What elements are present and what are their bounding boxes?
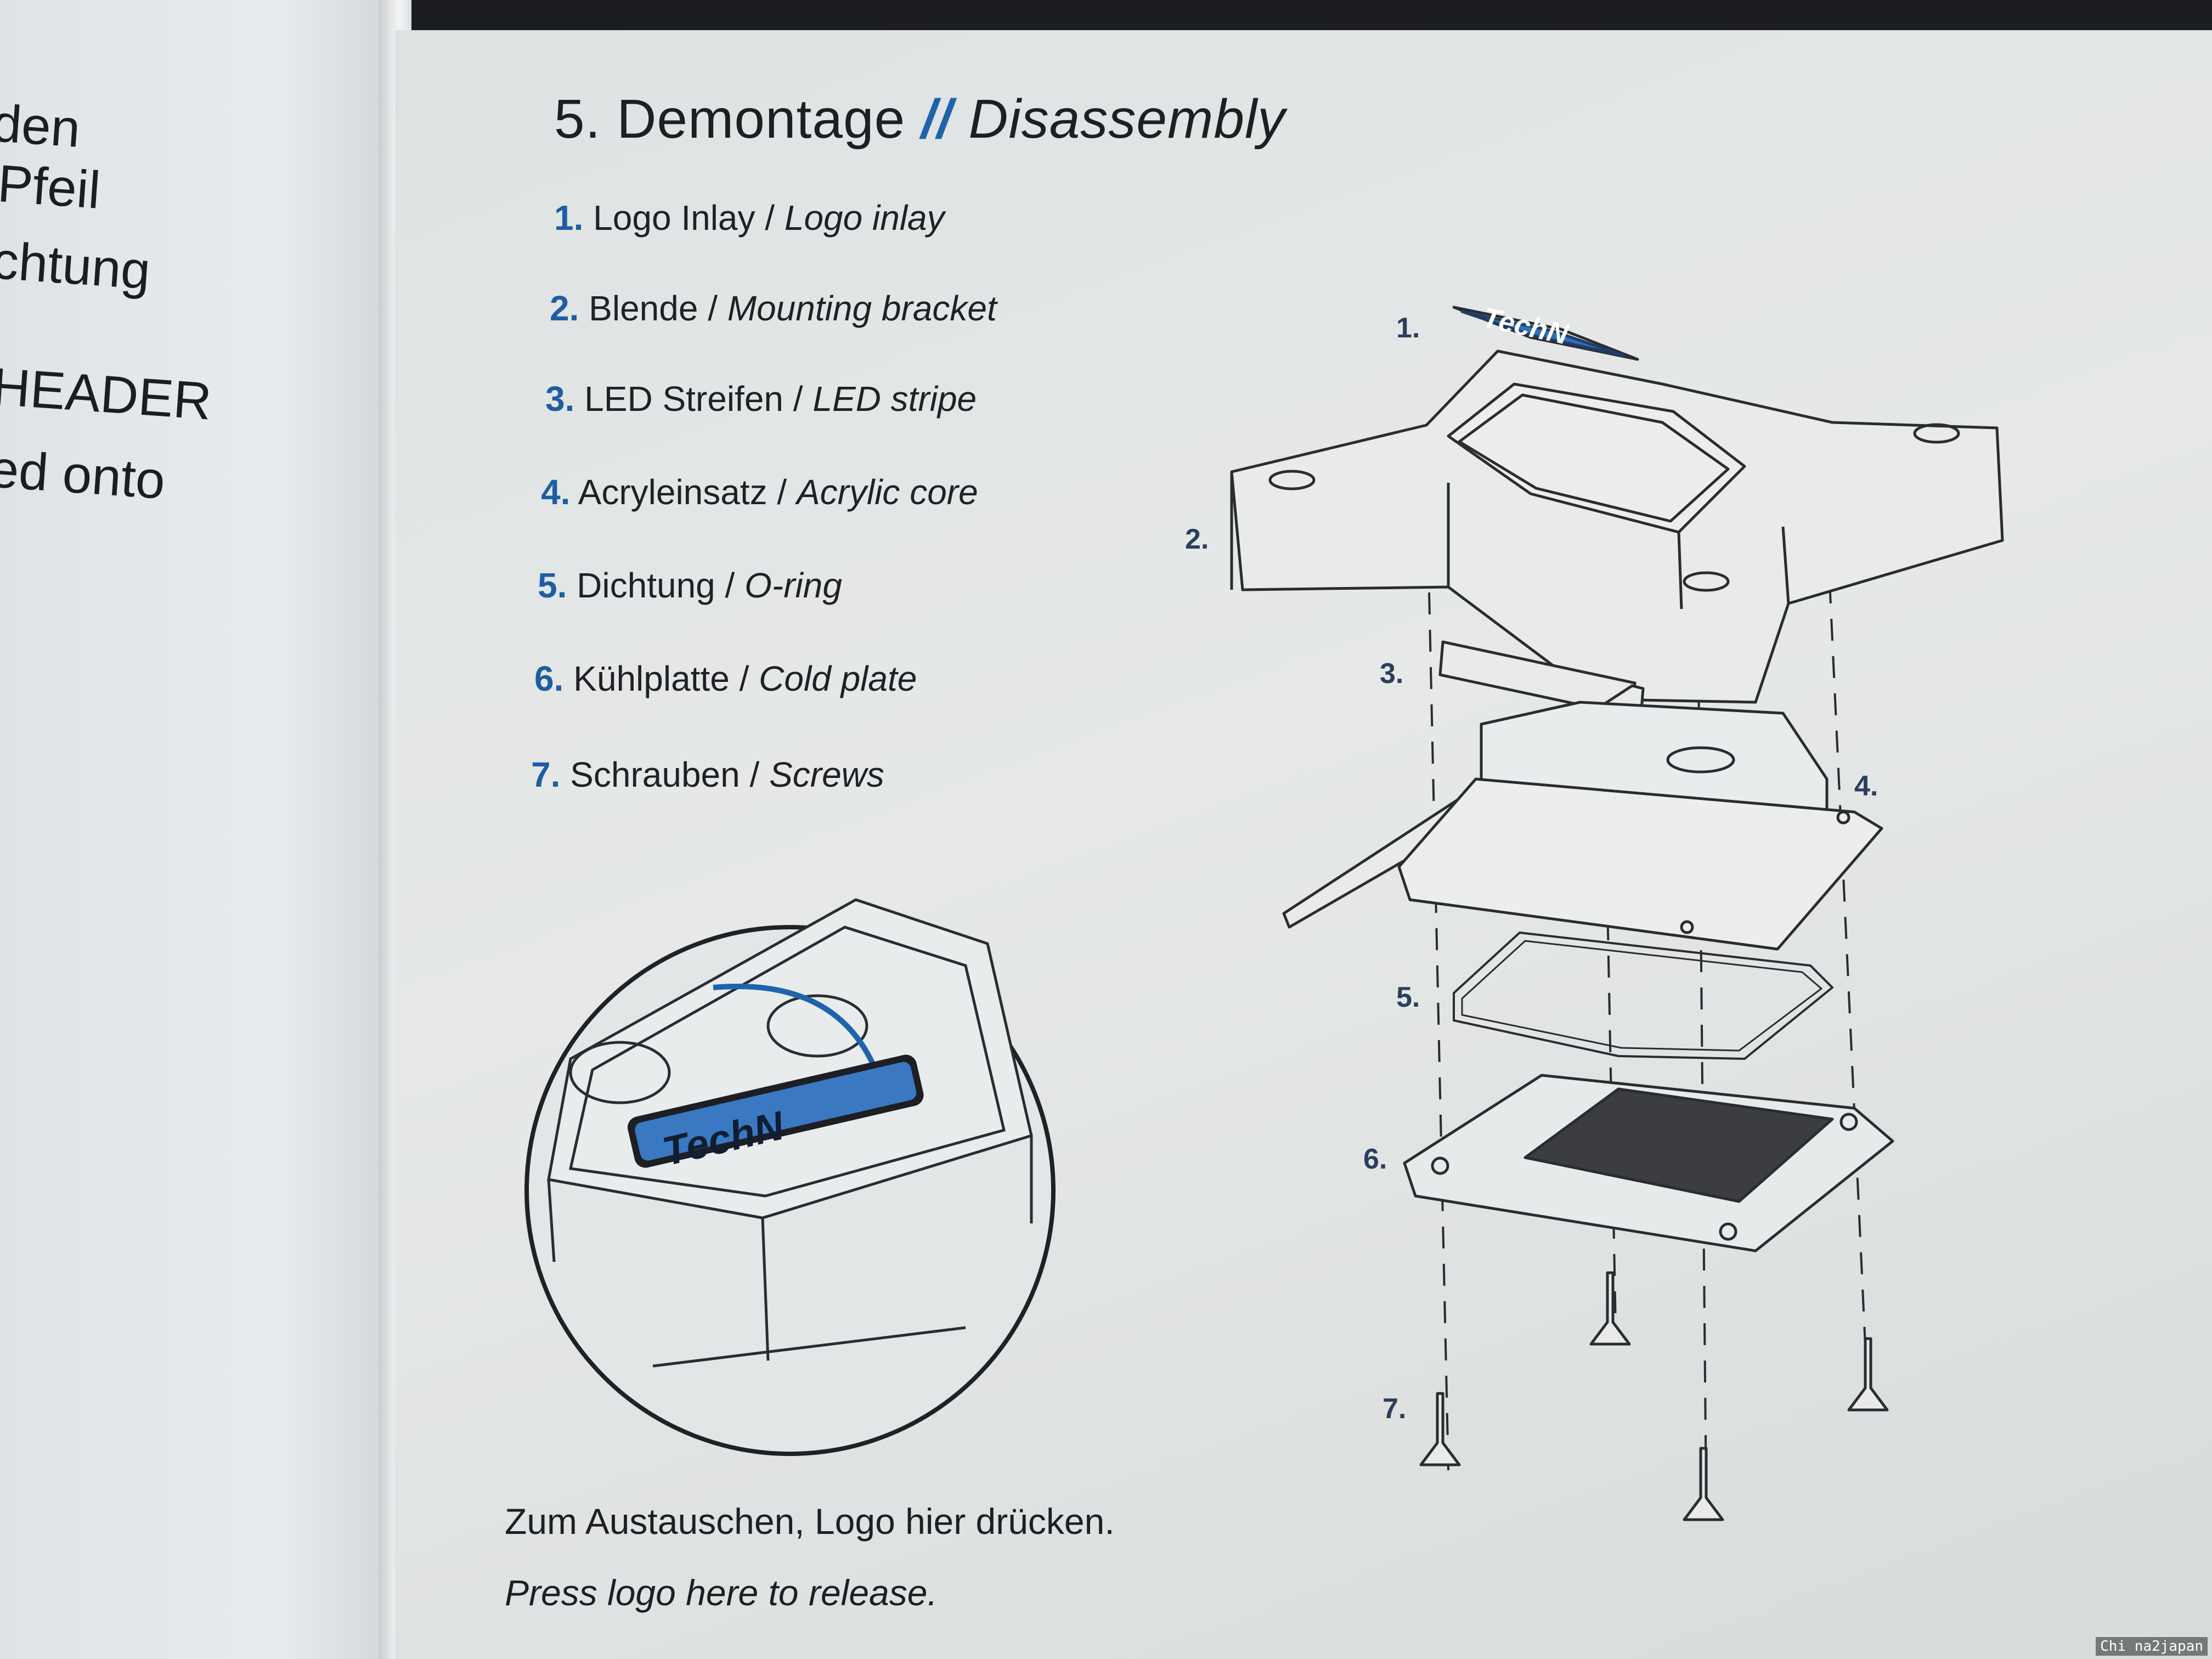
logo-inlay-part	[1452, 306, 1639, 361]
exploded-view	[1230, 306, 2004, 1521]
list-item: 1. Logo Inlay / Logo inlay	[554, 198, 945, 238]
logo-release-detail	[524, 898, 1056, 1456]
caption-english: Press logo here to release.	[505, 1572, 938, 1613]
title-number: 5.	[554, 88, 601, 150]
caption-german: Zum Austauschen, Logo hier drücken.	[505, 1501, 1115, 1542]
callout-label: 1.	[1396, 312, 1420, 344]
list-item: 2. Blende / Mounting bracket	[550, 289, 997, 328]
title-german: Demontage	[617, 88, 906, 150]
callout-label: 4.	[1854, 770, 1878, 802]
title-english: Disassembly	[968, 88, 1286, 150]
list-item: 6. Kühlplatte / Cold plate	[534, 659, 917, 698]
acrylic-core-part	[1397, 701, 1883, 951]
callout-label: 6.	[1363, 1143, 1387, 1175]
list-item: 3. LED Streifen / LED stripe	[545, 379, 977, 419]
cold-plate-part	[1403, 1074, 1894, 1252]
title-separator: //	[921, 88, 953, 150]
callout-label: 7.	[1383, 1393, 1406, 1425]
screws-part	[1419, 1271, 1889, 1521]
mounting-bracket-part	[1230, 349, 2004, 704]
callout-label: 3.	[1380, 658, 1403, 690]
watermark: Chi na2japan	[2096, 1637, 2208, 1656]
left-page: den Pfeil chtung HEADER ed onto	[0, 0, 395, 1659]
o-ring-part	[1453, 932, 1833, 1060]
list-item: 5. Dichtung / O-ring	[538, 566, 842, 605]
callout-label: 5.	[1396, 981, 1420, 1013]
list-item: 7. Schrauben / Screws	[531, 755, 884, 794]
logo-inlay-text: TechN	[1480, 302, 1572, 351]
section-title: 5. Demontage // Disassembly	[554, 88, 1285, 151]
list-item: 4. Acryleinsatz / Acrylic core	[541, 472, 978, 512]
callout-label: 2.	[1185, 523, 1209, 555]
